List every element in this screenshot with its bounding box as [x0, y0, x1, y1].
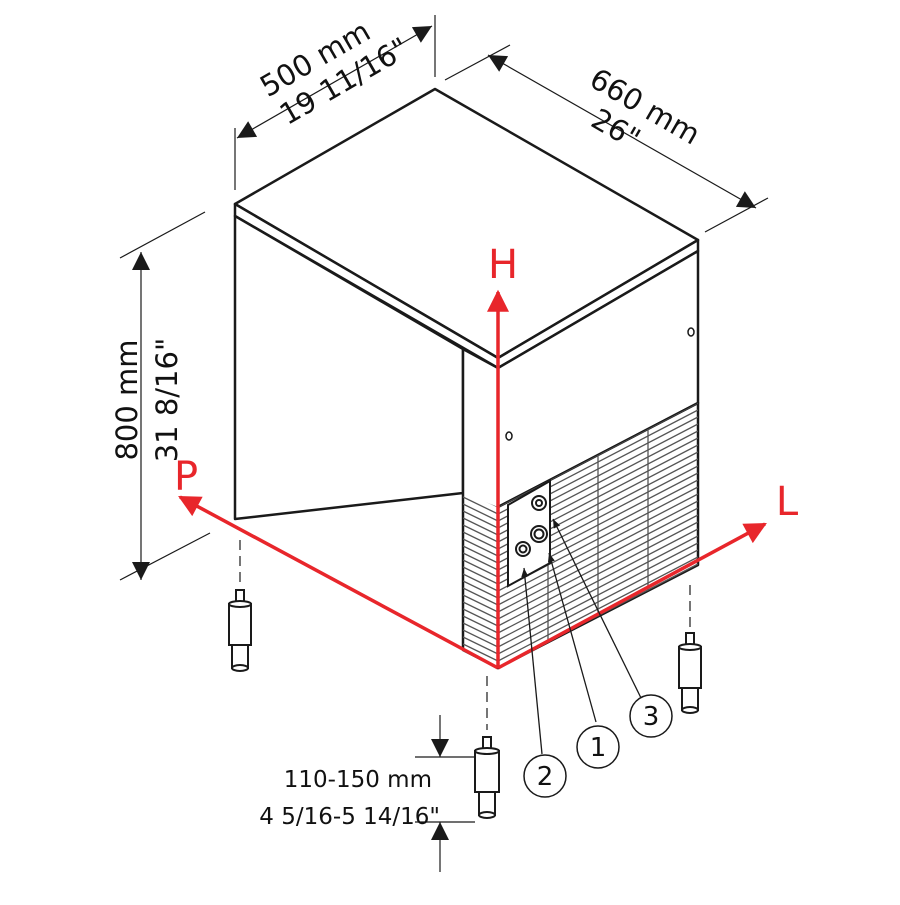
depth-label: 660 mm 26"	[584, 61, 706, 156]
dimension-lines	[119, 15, 769, 872]
foot-left	[228, 540, 252, 672]
height-label: 800 mm 31 8/16"	[110, 338, 184, 463]
callout-2-label: 2	[537, 762, 554, 792]
grille-line	[463, 552, 498, 571]
feet-imperial: 4 5/16-5 14/16"	[259, 804, 440, 830]
grille-line	[463, 538, 498, 557]
connection-plate	[507, 479, 551, 588]
grille-line	[463, 566, 498, 585]
callout-3-circle	[629, 694, 673, 738]
axis-p-arrow	[178, 495, 499, 670]
grille-line	[463, 510, 498, 529]
axis-h-label: H	[488, 242, 518, 288]
grille-line	[463, 524, 498, 543]
callout-3-label: 3	[643, 702, 660, 732]
grille-line	[463, 559, 498, 578]
grille-line	[463, 580, 498, 599]
grille-line	[463, 672, 498, 689]
grille-line	[463, 496, 498, 515]
axis-l-arrow	[497, 522, 767, 670]
axis-l-label: L	[776, 479, 799, 525]
callout-2-circle	[523, 754, 567, 798]
height-metric: 800 mm	[110, 339, 144, 460]
height-imperial: 31 8/16"	[150, 338, 184, 463]
feet	[228, 540, 702, 819]
grille-line	[463, 664, 498, 668]
screw-front-panel	[505, 431, 513, 441]
machine-left-lower-panel	[461, 347, 500, 670]
grille-line	[463, 622, 498, 641]
feet-metric: 110-150 mm	[284, 767, 432, 793]
axis-p-label: P	[174, 454, 198, 500]
callout-markers	[523, 694, 673, 798]
callout-1-label: 1	[590, 733, 607, 763]
axes	[178, 289, 767, 670]
grille-line	[463, 636, 498, 655]
depth-dim-line	[487, 54, 757, 209]
screw-right-panel	[687, 327, 695, 337]
machine-body	[233, 87, 700, 670]
grille-line	[463, 531, 498, 550]
width-dim-line	[236, 25, 433, 139]
callout-1-leader	[547, 552, 597, 723]
grille-line	[463, 503, 498, 522]
grille-line	[463, 679, 498, 696]
callout-leaders	[521, 518, 643, 755]
callout-1-circle	[576, 725, 620, 769]
grille-line	[463, 615, 498, 634]
callout-2-leader	[521, 567, 543, 755]
grille-line	[463, 629, 498, 648]
callout-3-leader	[552, 518, 643, 701]
grille-line	[463, 601, 498, 620]
grille-line	[463, 545, 498, 564]
grille-line	[463, 573, 498, 592]
grille-line	[463, 608, 498, 627]
foot-front	[474, 676, 500, 819]
grille-line	[463, 517, 498, 536]
grille-line	[463, 643, 498, 662]
foot-right	[678, 585, 702, 714]
grille-line	[463, 587, 498, 606]
grille-line	[463, 594, 498, 613]
